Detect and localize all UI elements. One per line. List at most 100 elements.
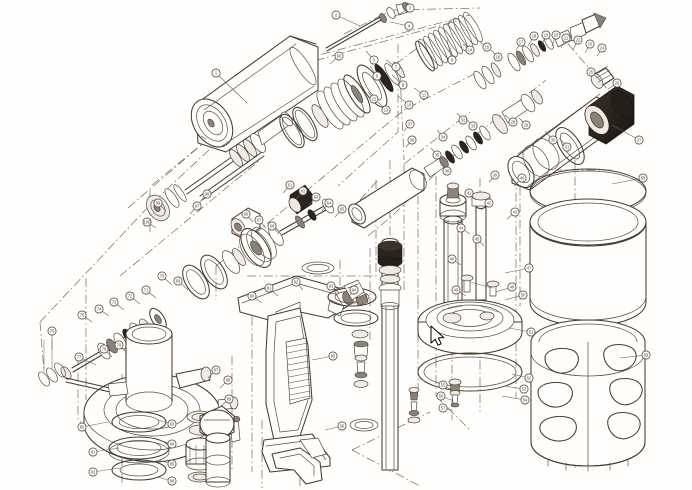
balloon-callout[interactable]: 5 — [365, 50, 379, 65]
balloon-callout[interactable]: 63 — [308, 192, 321, 206]
balloon-circle[interactable] — [264, 283, 274, 293]
balloon-callout[interactable]: 41 — [464, 188, 477, 201]
balloon-circle[interactable] — [311, 192, 321, 202]
balloon-callout[interactable]: 17 — [515, 37, 526, 51]
balloon-circle[interactable] — [167, 419, 177, 429]
balloon-callout[interactable]: 14 — [462, 43, 475, 55]
balloon-callout[interactable]: 71 — [141, 285, 157, 299]
balloon-circle[interactable] — [638, 173, 648, 183]
balloon-circle[interactable] — [404, 100, 414, 110]
balloon-callout[interactable]: 28 — [504, 114, 518, 127]
balloon-callout[interactable]: 15 — [479, 41, 492, 52]
balloon-callout[interactable]: 32 — [456, 112, 468, 125]
balloon-circle[interactable] — [125, 291, 135, 301]
balloon-circle[interactable] — [541, 30, 551, 40]
balloon-circle[interactable] — [77, 422, 87, 432]
balloon-callout[interactable]: 30 — [544, 130, 558, 145]
balloon-callout[interactable]: 33 — [465, 118, 478, 131]
balloon-callout[interactable]: 60 — [329, 51, 344, 65]
balloon-circle[interactable] — [524, 373, 534, 383]
balloon-callout[interactable]: 45 — [472, 234, 485, 247]
balloon-circle[interactable] — [516, 37, 526, 47]
balloon-circle[interactable] — [447, 254, 457, 264]
balloon-circle[interactable] — [447, 55, 457, 65]
balloon-callout[interactable]: 1 — [211, 68, 248, 104]
balloon-circle[interactable] — [490, 170, 500, 180]
balloon-circle[interactable] — [99, 344, 109, 354]
balloon-circle[interactable] — [372, 71, 382, 81]
balloon-circle[interactable] — [484, 198, 494, 208]
balloon-circle[interactable] — [468, 121, 478, 131]
balloon-circle[interactable] — [334, 51, 344, 61]
balloon-circle[interactable] — [153, 198, 163, 208]
balloon-callout[interactable]: 61 — [282, 180, 295, 194]
balloon-callout[interactable]: 91 — [264, 283, 279, 297]
balloon-circle[interactable] — [114, 340, 124, 350]
balloon-callout[interactable]: 49 — [451, 285, 467, 297]
balloon-circle[interactable] — [267, 221, 277, 231]
balloon-circle[interactable] — [88, 447, 98, 457]
balloon-callout[interactable]: 64 — [321, 198, 334, 212]
balloon-circle[interactable] — [167, 439, 177, 449]
balloon-circle[interactable] — [529, 31, 539, 41]
balloon-circle[interactable] — [74, 352, 84, 362]
balloon-circle[interactable] — [517, 173, 527, 183]
balloon-callout[interactable]: 21 — [560, 33, 571, 49]
balloon-circle[interactable] — [510, 207, 520, 217]
balloon-callout[interactable]: 75 — [77, 310, 93, 323]
balloon-circle[interactable] — [381, 105, 391, 115]
balloon-circle[interactable] — [211, 68, 221, 78]
balloon-callout[interactable]: 95 — [311, 351, 338, 361]
balloon-callout[interactable]: 86 — [157, 476, 177, 486]
balloon-callout[interactable]: 36 — [440, 163, 452, 176]
balloon-circle[interactable] — [641, 350, 651, 360]
balloon-circle[interactable] — [518, 290, 528, 300]
balloon-callout[interactable]: 3 — [393, 3, 415, 18]
balloon-circle[interactable] — [192, 201, 202, 211]
balloon-callout[interactable]: 68 — [267, 221, 280, 235]
balloon-callout[interactable]: 42 — [480, 198, 494, 211]
balloon-callout[interactable]: 59 — [619, 350, 651, 360]
balloon-callout[interactable]: 9 — [446, 39, 457, 65]
balloon-circle[interactable] — [464, 188, 474, 198]
balloon-callout[interactable]: 37 — [403, 119, 415, 132]
balloon-callout[interactable]: 27 — [611, 124, 644, 145]
balloon-callout[interactable]: 82 — [88, 467, 121, 477]
balloon-callout[interactable]: 70 — [157, 271, 173, 286]
balloon-circle[interactable] — [331, 10, 341, 20]
balloon-circle[interactable] — [337, 421, 347, 431]
balloon-callout[interactable]: 84 — [158, 439, 177, 449]
balloon-circle[interactable] — [285, 180, 295, 190]
balloon-circle[interactable] — [438, 380, 448, 390]
balloon-circle[interactable] — [167, 476, 177, 486]
balloon-callout[interactable]: 12 — [367, 91, 379, 104]
balloon-callout[interactable]: 34 — [436, 129, 448, 142]
balloon-callout[interactable]: 40 — [513, 173, 527, 187]
balloon-circle[interactable] — [247, 291, 257, 301]
balloon-circle[interactable] — [398, 80, 408, 90]
balloon-callout[interactable]: 55 — [438, 380, 453, 391]
balloon-callout[interactable]: 78 — [99, 344, 113, 358]
balloon-callout[interactable]: 23 — [584, 39, 595, 54]
balloon-callout[interactable]: 13 — [377, 101, 391, 115]
balloon-callout[interactable]: 77 — [74, 352, 97, 366]
balloon-circle[interactable] — [432, 150, 442, 160]
balloon-callout[interactable]: 43 — [506, 207, 520, 220]
balloon-circle[interactable] — [167, 459, 177, 469]
balloon-callout[interactable]: 52 — [511, 373, 534, 383]
balloon-callout[interactable]: 47 — [504, 263, 534, 274]
balloon-callout[interactable]: 48 — [495, 282, 517, 293]
balloon-circle[interactable] — [548, 135, 558, 145]
balloon-callout[interactable]: 100 — [142, 217, 157, 229]
balloon-callout[interactable]: 38 — [405, 135, 417, 148]
balloon-circle[interactable] — [223, 375, 233, 385]
balloon-callout[interactable]: 16 — [490, 49, 503, 62]
balloon-circle[interactable] — [436, 391, 446, 401]
balloon-callout[interactable]: 74 — [94, 304, 110, 317]
balloon-circle[interactable] — [507, 282, 517, 292]
balloon-circle[interactable] — [298, 186, 308, 196]
balloon-circle[interactable] — [585, 39, 595, 49]
balloon-callout[interactable]: 90 — [247, 291, 263, 304]
balloon-callout[interactable]: 79 — [114, 340, 128, 354]
balloon-circle[interactable] — [562, 142, 572, 152]
